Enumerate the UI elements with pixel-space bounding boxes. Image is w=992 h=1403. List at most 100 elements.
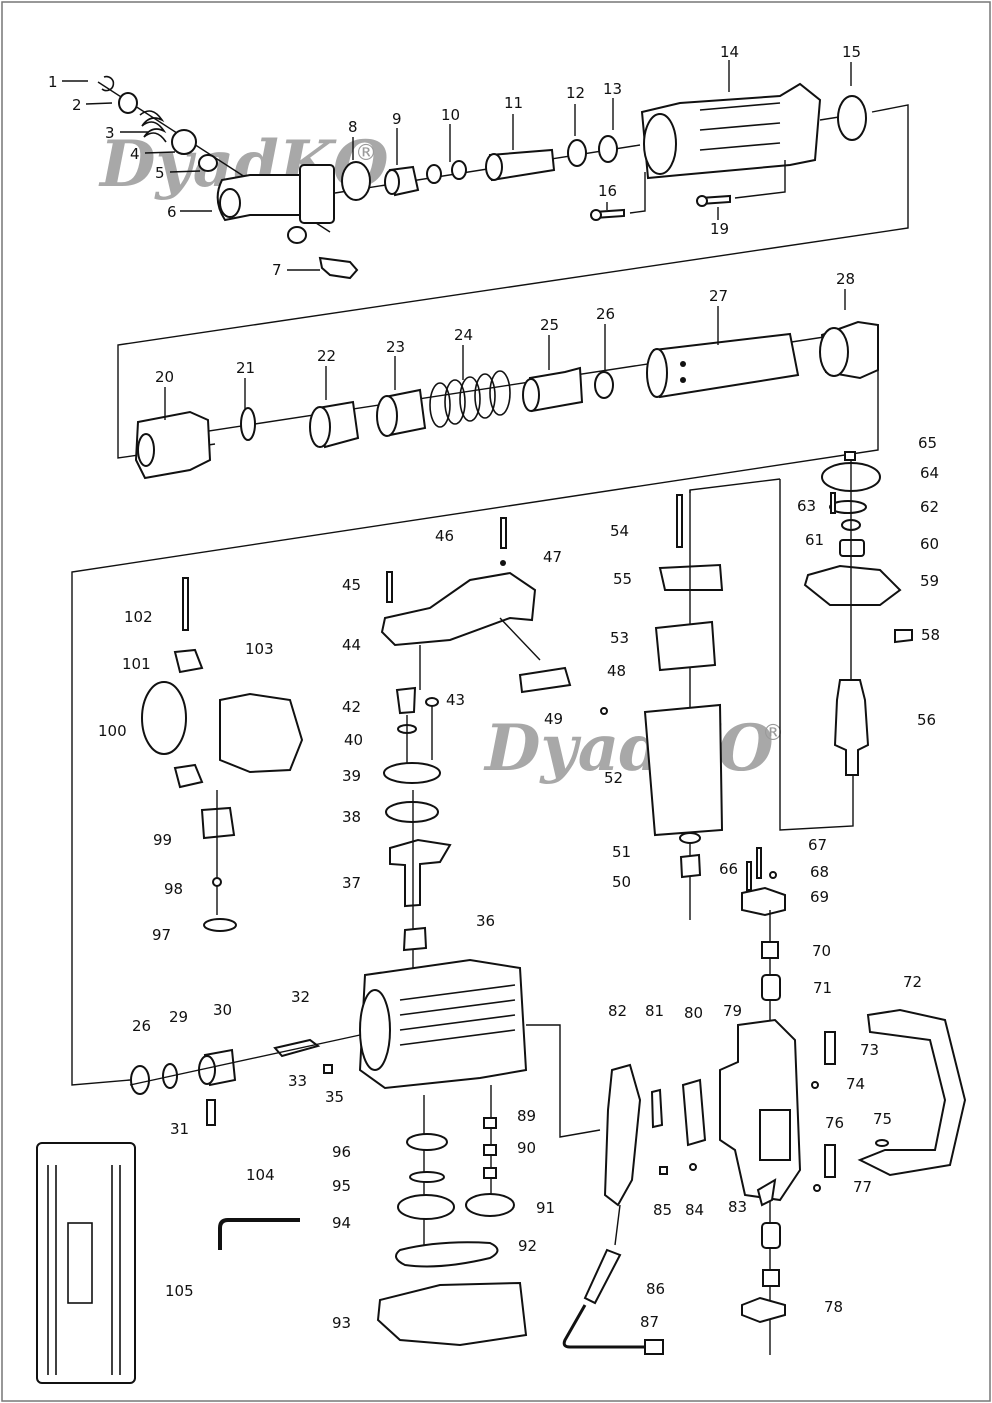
- part-84-screw: [689, 1163, 697, 1171]
- part-10-o-ring-a: [426, 164, 442, 184]
- label-21: 21: [236, 359, 255, 377]
- label-104: 104: [246, 1166, 275, 1184]
- part-87-power-cord: [562, 1304, 645, 1349]
- label-105: 105: [165, 1282, 194, 1300]
- label-79: 79: [723, 1002, 742, 1020]
- label-9: 9: [392, 110, 402, 128]
- watermark-middle: DyadKO ®: [483, 711, 784, 786]
- part-5-o-ring: [198, 154, 218, 172]
- label-78: 78: [824, 1298, 843, 1316]
- part-93-bottom-cover: [376, 1281, 528, 1347]
- label-95: 95: [332, 1177, 351, 1195]
- label-22: 22: [317, 347, 336, 365]
- part-33-bearing: [323, 1064, 333, 1074]
- label-101: 101: [122, 655, 151, 673]
- label-25: 25: [540, 316, 559, 334]
- part-7-lever: [318, 256, 359, 280]
- side-handle-assembly: [141, 577, 304, 932]
- label-51: 51: [612, 843, 631, 861]
- label-91: 91: [536, 1199, 555, 1217]
- part-71-bushing: [761, 974, 781, 1001]
- label-19: 19: [710, 220, 729, 238]
- svg-text:®: ®: [355, 141, 377, 166]
- label-2: 2: [72, 96, 82, 114]
- part-3-spring: [139, 110, 167, 143]
- armature-assembly: [803, 451, 913, 776]
- label-37: 37: [342, 874, 361, 892]
- part-70-bearing: [761, 941, 779, 959]
- part-53-stator: [654, 620, 717, 672]
- label-84: 84: [685, 1201, 704, 1219]
- label-69: 69: [810, 888, 829, 906]
- label-89: 89: [517, 1107, 536, 1125]
- part-37-crank-shaft: [389, 838, 452, 908]
- part-38-o-ring: [385, 801, 439, 823]
- label-90: 90: [517, 1139, 536, 1157]
- part-98-nut: [212, 877, 222, 887]
- part-96-bearing: [406, 1133, 448, 1151]
- label-49: 49: [544, 710, 563, 728]
- part-100-clamp-band: [141, 681, 187, 755]
- row-front-head: [97, 75, 867, 280]
- label-65: 65: [918, 434, 937, 452]
- label-44: 44: [342, 636, 361, 654]
- part-2-washer: [118, 92, 138, 114]
- plug: [644, 1339, 664, 1355]
- label-63: 63: [797, 497, 816, 515]
- part-45-screw: [386, 571, 393, 603]
- label-14: 14: [720, 43, 739, 61]
- part-90-bearing: [483, 1144, 497, 1156]
- part-12-washer: [567, 139, 587, 167]
- part-24-spring: [429, 370, 511, 428]
- label-73: 73: [860, 1041, 879, 1059]
- label-3: 3: [105, 124, 115, 142]
- part-36-bearing: [402, 926, 428, 952]
- label-72: 72: [903, 973, 922, 991]
- label-40: 40: [344, 731, 363, 749]
- label-62: 62: [920, 498, 939, 516]
- part-47-washer: [500, 560, 506, 566]
- part-32-connecting-rod: [273, 1038, 321, 1058]
- accessories: [36, 1142, 300, 1384]
- label-74: 74: [846, 1075, 865, 1093]
- label-60: 60: [920, 535, 939, 553]
- row-hammer-mechanism: [134, 320, 879, 480]
- label-26: 26: [596, 305, 615, 323]
- part-46-screw: [500, 517, 507, 549]
- label-81: 81: [645, 1002, 664, 1020]
- part-75-washer: [875, 1139, 889, 1147]
- label-75: 75: [873, 1110, 892, 1128]
- part-94-bearing: [397, 1194, 455, 1220]
- label-11: 11: [504, 94, 523, 112]
- label-71: 71: [813, 979, 832, 997]
- label-100: 100: [98, 722, 127, 740]
- label-92: 92: [518, 1237, 537, 1255]
- label-20: 20: [155, 368, 174, 386]
- label-30: 30: [213, 1001, 232, 1019]
- part-76-cover: [759, 1109, 791, 1161]
- part-78-end-plate: [741, 1296, 786, 1324]
- part-73-pin: [824, 1031, 836, 1065]
- label-64: 64: [920, 464, 939, 482]
- part-49-screw: [600, 707, 608, 715]
- label-42: 42: [342, 698, 361, 716]
- label-103: 103: [245, 640, 274, 658]
- part-26-o-ring: [594, 371, 614, 399]
- label-48: 48: [607, 662, 626, 680]
- part-26-o-ring-lower: [130, 1065, 150, 1095]
- label-58: 58: [921, 626, 940, 644]
- label-50: 50: [612, 873, 631, 891]
- label-6: 6: [167, 203, 177, 221]
- label-32: 32: [291, 988, 310, 1006]
- label-102: 102: [124, 608, 153, 626]
- label-38: 38: [342, 808, 361, 826]
- part-56-armature: [833, 679, 870, 776]
- label-7: 7: [272, 261, 282, 279]
- part-10-o-ring-b: [451, 160, 467, 180]
- part-20-tool-holder: [134, 410, 212, 480]
- label-27: 27: [709, 287, 728, 305]
- label-83: 83: [728, 1198, 747, 1216]
- part-31-pin: [206, 1099, 216, 1126]
- label-28: 28: [836, 270, 855, 288]
- callout-labels: 1 2 3 4 5 6 7 8 9 10 11 12 13 14 15 16 1…: [48, 43, 940, 1332]
